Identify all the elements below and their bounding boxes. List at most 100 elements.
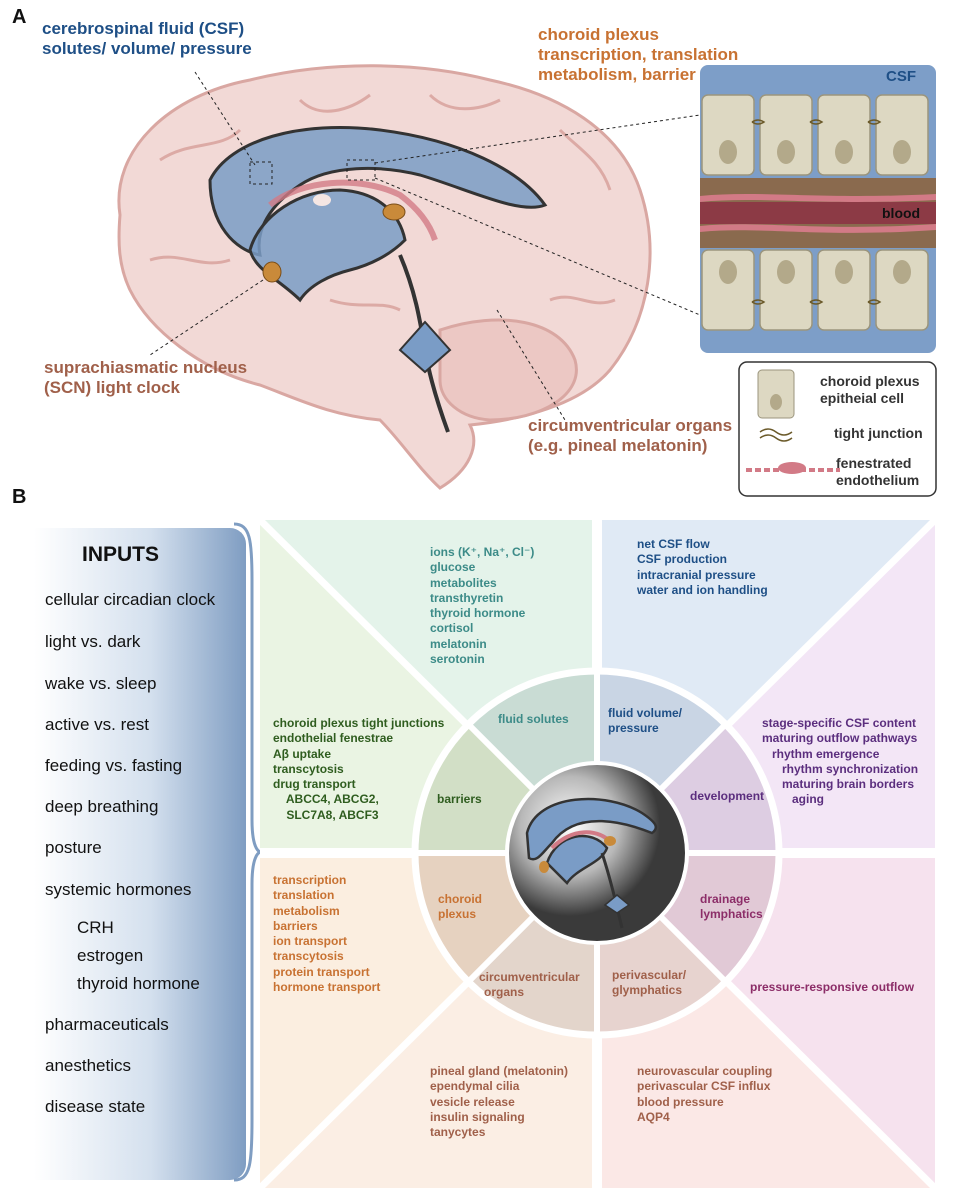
input-item: anesthetics <box>45 1056 131 1075</box>
sector-line: AQP4 <box>637 1109 670 1124</box>
ring-separator <box>466 722 536 792</box>
ring-separator <box>466 914 536 984</box>
sector-line: transcytosis <box>273 761 344 776</box>
sector-line: hormone transport <box>273 980 381 995</box>
sector-line: pineal gland (melatonin) <box>430 1064 569 1078</box>
center-scn <box>539 861 549 873</box>
epithelial-row-bottom <box>701 249 929 331</box>
sector-line: pressure-responsive outflow <box>750 980 915 994</box>
sector-line: melatonin <box>430 636 487 651</box>
input-item: wake vs. sleep <box>45 674 157 693</box>
input-item: systemic hormones <box>45 880 192 899</box>
sector-drainage: pressure-responsive outflow <box>750 980 914 995</box>
cerebellum <box>438 318 578 422</box>
sector-line: choroid plexus tight junctions <box>273 716 445 730</box>
choroid-tissue <box>268 179 438 242</box>
mechanisms-wheel <box>260 520 935 1188</box>
sector-line: CSF production <box>637 552 727 567</box>
panel-b-letter: B <box>12 486 27 508</box>
center-aqueduct <box>600 852 624 929</box>
sector-line: vesicle release <box>430 1094 515 1109</box>
sector-line: metabolites <box>430 575 497 590</box>
sector-line: ABCC4, ABCG2, <box>273 792 379 807</box>
sector-line: endothelial fenestrae <box>273 731 394 746</box>
sector-line: stage-specific CSF content <box>762 716 917 730</box>
sector-line: SLC7A8, ABCF3 <box>273 807 379 822</box>
ring-development: development <box>690 789 765 803</box>
legend-tight-junction-label: tight junction <box>834 425 923 441</box>
ring-perivascular: perivascular/ glymphatics <box>612 968 687 997</box>
sector-line: intracranial pressure <box>637 567 756 582</box>
pineal-gland <box>382 203 406 221</box>
panel-a-letter: A <box>12 6 27 28</box>
ring-drainage: drainage lymphatics <box>700 892 763 921</box>
inputs-panel <box>34 528 246 1180</box>
sector-line: metabolism <box>273 903 340 918</box>
legend-endothelium-label: fenestrated endothelium <box>836 455 920 488</box>
ring-fluid-volume: fluid volume/ pressure <box>608 706 683 735</box>
sector-line: rhythm emergence <box>762 746 880 761</box>
input-item: estrogen <box>77 946 144 965</box>
sector-line: aging <box>762 792 825 807</box>
sector-line: transthyretin <box>430 590 504 605</box>
ring-barriers: barriers <box>437 792 482 806</box>
epithelial-row-top <box>701 94 929 176</box>
sector-line: neurovascular coupling <box>637 1064 773 1078</box>
sector-line: tanycytes <box>430 1125 486 1140</box>
input-item: posture <box>45 838 102 857</box>
inputs-title: INPUTS <box>82 543 160 566</box>
choroid-inset <box>700 65 936 353</box>
fourth-ventricle <box>398 320 452 374</box>
ring-fluid-solutes: fluid solutes <box>498 712 569 726</box>
panel-a-illustration <box>117 64 937 497</box>
sector-line: maturing brain borders <box>762 777 915 792</box>
tight-junctions <box>751 119 882 305</box>
sector-line: transcription <box>273 873 347 887</box>
input-item: cellular circadian clock <box>45 590 216 609</box>
ring-choroid-plexus: choroid plexus <box>438 892 482 921</box>
input-item: light vs. dark <box>45 632 141 651</box>
inset-blood-label: blood <box>882 205 921 221</box>
input-item: deep breathing <box>45 797 159 816</box>
sector-line: ependymal cilia <box>430 1079 520 1094</box>
choroid-plexus-label: choroid plexus transcription, translatio… <box>538 25 739 84</box>
center-pineal <box>604 836 616 846</box>
sector-line: maturing outflow pathways <box>762 731 918 746</box>
sector-line: transcytosis <box>273 949 344 964</box>
choroid-callout-box <box>346 159 376 181</box>
sector-line: thyroid hormone <box>430 606 526 621</box>
sector-line: water and ion handling <box>637 582 768 597</box>
ring-separator <box>658 914 728 984</box>
input-item: feeding vs. fasting <box>45 756 183 775</box>
sector-line: barriers <box>273 918 318 933</box>
sector-line: insulin signaling <box>430 1109 525 1124</box>
nuclei <box>719 140 911 284</box>
inputs-brace <box>233 522 262 1182</box>
sector-line: ion transport <box>273 934 347 949</box>
sector-line: ions (K⁺, Na⁺, Cl⁻) <box>430 545 535 559</box>
scn-label: suprachiasmatic nucleus (SCN) light cloc… <box>44 358 248 397</box>
sector-line: perivascular CSF influx <box>637 1079 771 1094</box>
csf-label: cerebrospinal fluid (CSF) solutes/ volum… <box>42 19 252 58</box>
legend-tight-junction-swatch <box>759 428 793 442</box>
center-third-ventricle <box>545 834 609 885</box>
legend-epithelial-label: choroid plexus epitheial cell <box>820 373 920 406</box>
ring-outline <box>411 667 783 1039</box>
sector-line: protein transport <box>273 964 370 979</box>
input-item: CRH <box>77 918 114 937</box>
sector-line: drug transport <box>273 777 356 792</box>
sector-line: blood pressure <box>637 1094 724 1109</box>
sector-line: glucose <box>430 560 476 575</box>
center-fourth-ventricle <box>603 894 631 914</box>
sector-line: Aβ uptake <box>273 746 332 761</box>
ring-separator <box>658 722 728 792</box>
cvo-label: circumventricular organs (e.g. pineal me… <box>528 416 733 455</box>
sector-line: net CSF flow <box>637 537 710 551</box>
